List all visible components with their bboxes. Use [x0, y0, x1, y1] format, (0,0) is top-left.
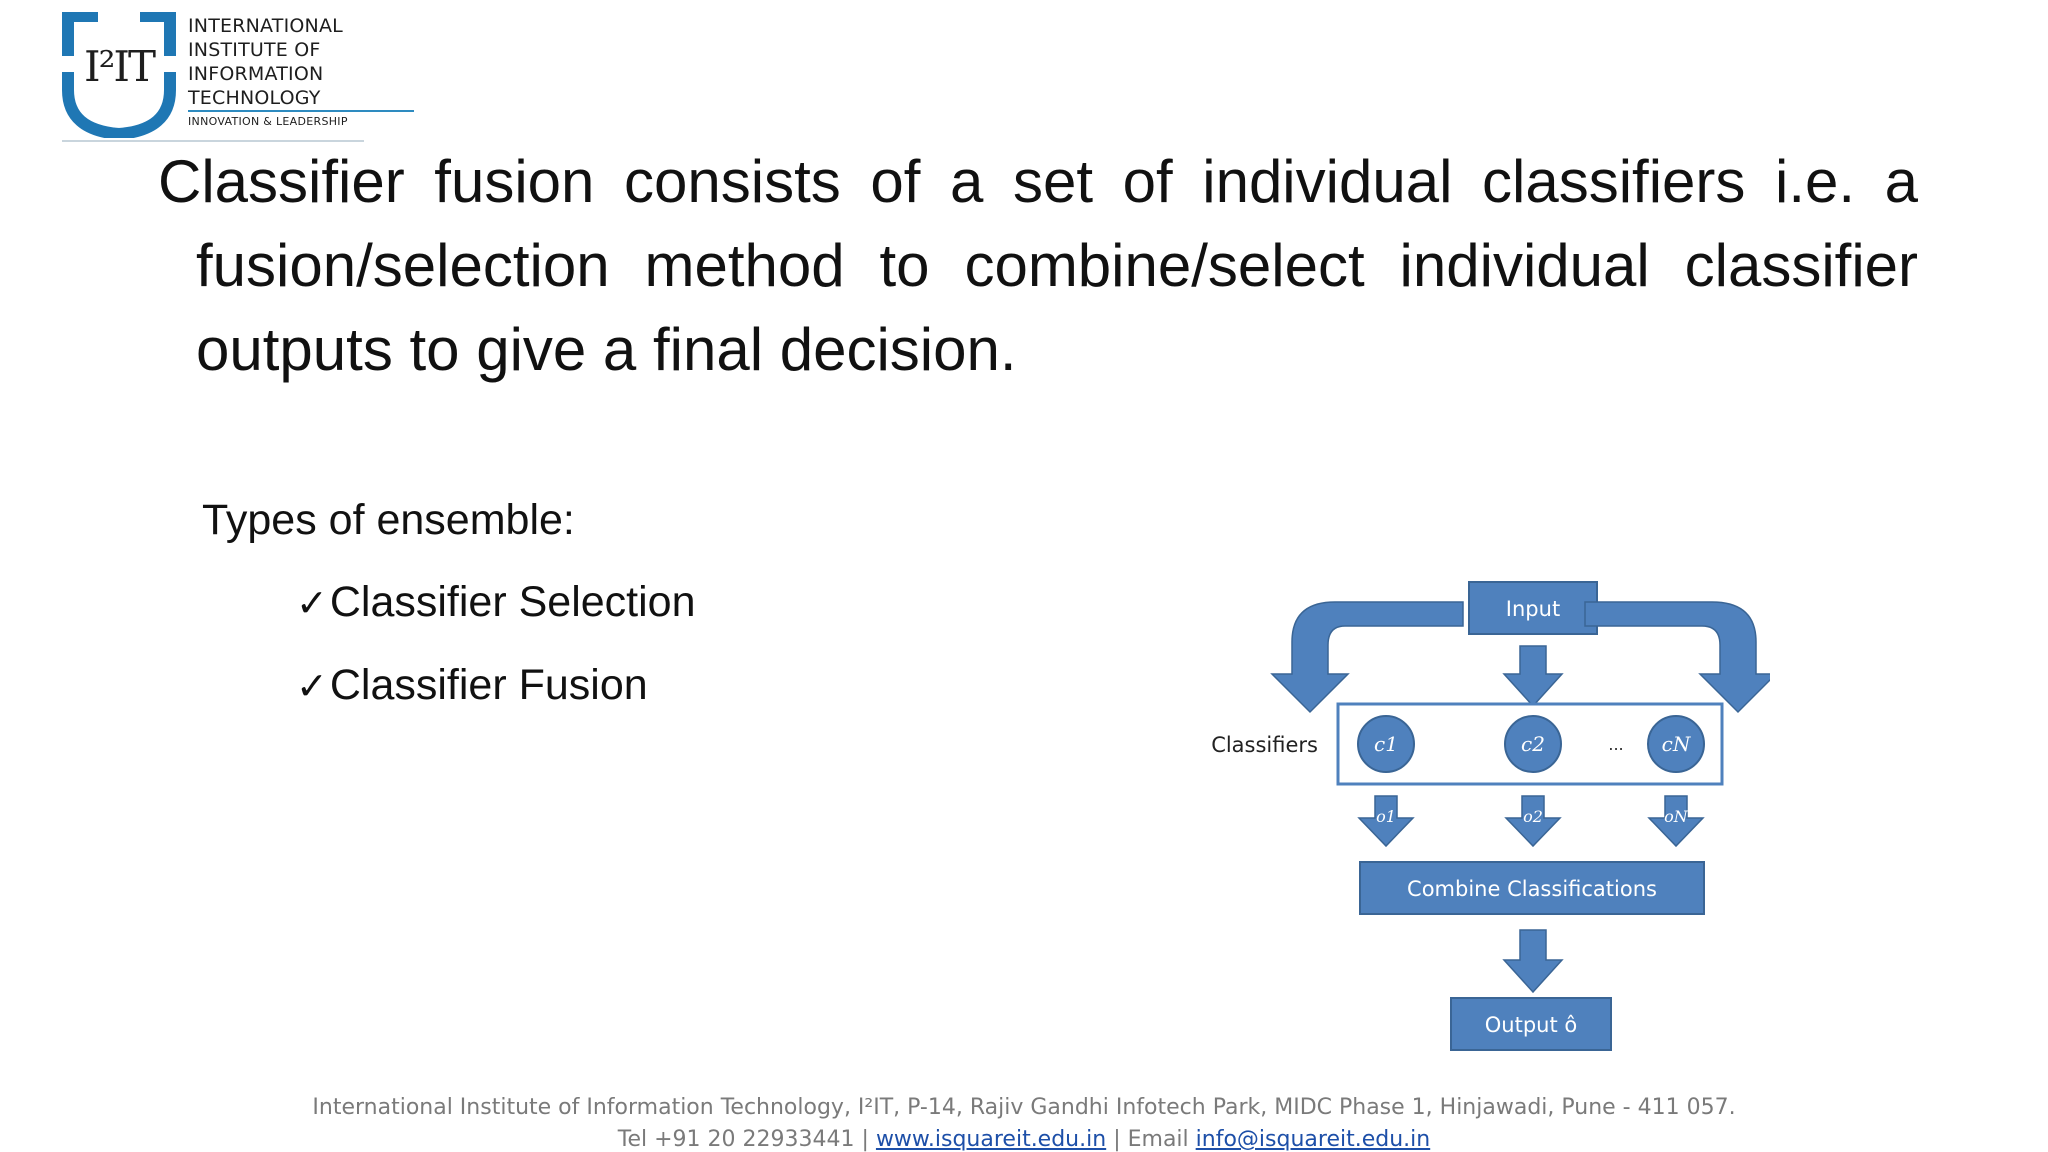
classifier-node-1: [1357, 715, 1415, 773]
footer-address: International Institute of Information T…: [312, 1095, 1736, 1120]
type-item-label: Classifier Fusion: [329, 661, 648, 709]
type-item-selection: ✓Classifier Selection: [296, 578, 696, 627]
logo-rule: [188, 110, 414, 112]
type-item-label: Classifier Selection: [329, 578, 696, 626]
curved-arrow-left-icon: [1270, 601, 1464, 714]
types-heading: Types of ensemble:: [202, 496, 575, 544]
output-arrow-n-icon: [1647, 795, 1705, 848]
output-arrow-1-icon: [1357, 795, 1415, 848]
combine-box: [1359, 861, 1705, 915]
classifier-node-label: c1: [1374, 732, 1398, 756]
classifier-node-n: [1647, 715, 1705, 773]
output-label: o2: [1523, 807, 1543, 826]
classifier-node-2: [1504, 715, 1562, 773]
curved-arrow-right-icon: [1584, 601, 1770, 714]
logo-line: INTERNATIONAL: [188, 15, 343, 37]
logo-line: INSTITUTE OF: [188, 39, 321, 61]
classifier-node-label: cN: [1662, 732, 1692, 756]
logo-underline: [62, 140, 364, 142]
checkmark-icon: ✓: [296, 664, 328, 708]
output-arrow-2-icon: [1504, 795, 1562, 848]
combine-label: Combine Classifications: [1407, 877, 1657, 901]
main-paragraph: Classifier fusion consists of a set of i…: [158, 140, 1918, 392]
output-box: [1450, 997, 1612, 1051]
logo-line: TECHNOLOGY: [188, 87, 321, 109]
down-arrow-icon: [1502, 645, 1564, 708]
footer-tel: Tel +91 20 22933441: [617, 1127, 855, 1152]
i2it-logo-mark-icon: [62, 12, 176, 138]
ensemble-diagram: .box { fill: #4f81bd; stroke: #3a6595; s…: [1211, 581, 1770, 1051]
type-item-fusion: ✓Classifier Fusion: [296, 661, 648, 710]
classifier-ellipsis: ...: [1608, 735, 1623, 754]
output-label: o1: [1376, 807, 1396, 826]
logo-wordmark: INTERNATIONAL INSTITUTE OF INFORMATION T…: [188, 14, 343, 110]
footer-contact: Tel +91 20 22933441 | www.isquareit.edu.…: [0, 1127, 2048, 1152]
footer-separator: |: [861, 1127, 869, 1152]
footer-separator: |: [1113, 1127, 1121, 1152]
checkmark-icon: ✓: [296, 581, 328, 625]
footer-email-label: Email: [1127, 1127, 1189, 1152]
input-box: [1468, 581, 1598, 635]
footer-website-link[interactable]: www.isquareit.edu.in: [875, 1127, 1107, 1152]
output-label: oN: [1664, 807, 1689, 826]
logo-mark-text: I²IT: [84, 42, 156, 91]
institute-logo: I²IT INTERNATIONAL INSTITUTE OF INFORMAT…: [62, 12, 414, 144]
classifiers-label: Classifiers: [1211, 733, 1318, 757]
logo-tagline: INNOVATION & LEADERSHIP: [188, 115, 348, 128]
classifier-node-label: c2: [1521, 732, 1545, 756]
logo-line: INFORMATION: [188, 63, 324, 85]
output-box-label: Output ô: [1485, 1013, 1577, 1037]
footer-email-link[interactable]: info@isquareit.edu.in: [1195, 1127, 1431, 1152]
main-paragraph-text: Classifier fusion consists of a set of i…: [158, 148, 1918, 383]
input-label: Input: [1506, 597, 1560, 621]
down-arrow-icon: [1502, 929, 1564, 994]
